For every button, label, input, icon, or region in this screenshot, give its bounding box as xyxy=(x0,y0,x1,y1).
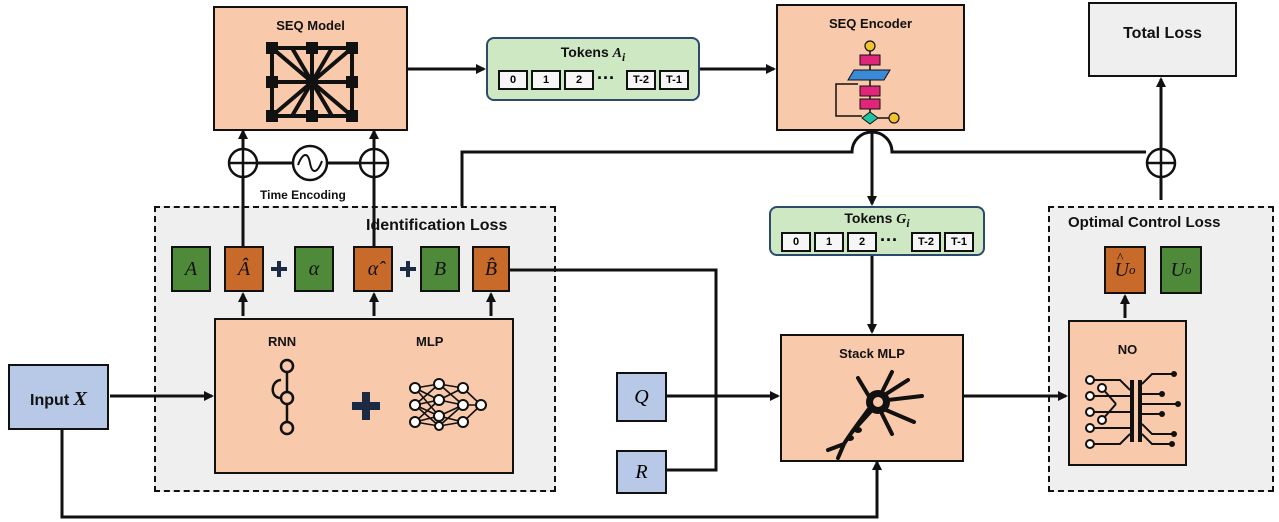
param-alpha: α xyxy=(294,246,334,292)
token-cell: T-1 xyxy=(659,70,689,90)
tokens-g-symbol: G xyxy=(896,212,907,227)
r-box: R xyxy=(616,450,667,494)
token-cell: T-2 xyxy=(911,232,941,252)
u-hat-sup: o xyxy=(1128,262,1136,277)
input-text: Input xyxy=(30,392,74,409)
total-loss-label: Total Loss xyxy=(1123,25,1202,42)
tokens-a-title: Tokens Ai xyxy=(488,44,698,64)
seq-encoder-label: SEQ Encoder xyxy=(828,16,913,31)
token-cell: T-1 xyxy=(944,232,974,252)
input-label: Input X xyxy=(10,388,107,411)
r-symbol: R xyxy=(635,460,648,483)
neural-network-icon xyxy=(409,378,487,431)
plus-icon xyxy=(352,392,380,420)
param-a-hat: Â xyxy=(224,246,264,292)
tokens-a-box: Tokens Ai 0 1 2 ··· T-2 T-1 xyxy=(486,37,700,101)
tokens-g-title: Tokens Gi xyxy=(771,210,983,230)
tokens-g-box: Tokens Gi 0 1 2 ··· T-2 T-1 xyxy=(769,206,985,256)
token-ellipsis: ··· xyxy=(597,68,615,88)
hat-mark: ^ xyxy=(1117,251,1124,266)
neuron-icon xyxy=(826,370,924,460)
network-icon xyxy=(266,42,358,122)
token-cell: 2 xyxy=(847,232,877,252)
plus-icon xyxy=(271,261,287,277)
seq-model-label: SEQ Model xyxy=(276,18,345,33)
no-label: NO xyxy=(1117,342,1138,357)
seq-model-box: SEQ Model xyxy=(213,6,408,131)
u-base: U xyxy=(1170,258,1185,281)
tokens-g-label: Tokens xyxy=(844,210,897,226)
tokens-a-label: Tokens xyxy=(560,44,613,60)
chip-network-icon xyxy=(1085,371,1181,449)
token-cell: T-2 xyxy=(626,70,656,90)
param-b: B xyxy=(420,246,460,292)
input-symbol: X xyxy=(73,388,87,410)
flowchart-icon xyxy=(835,40,900,125)
param-a: A xyxy=(171,246,211,292)
q-symbol: Q xyxy=(634,385,649,408)
stack-mlp-label: Stack MLP xyxy=(839,346,905,361)
u-hat-base: U xyxy=(1114,258,1129,281)
rnn-label: RNN xyxy=(268,334,297,349)
token-cell: 0 xyxy=(781,232,811,252)
input-box: Input X xyxy=(8,364,109,430)
optimal-control-loss-label: Optimal Control Loss xyxy=(1068,214,1221,231)
mlp-label: MLP xyxy=(416,334,444,349)
token-cell: 1 xyxy=(531,70,561,90)
param-alpha-hat: α̂ xyxy=(353,246,393,292)
rnn-mlp-box: RNN MLP xyxy=(214,318,514,474)
token-cell: 2 xyxy=(564,70,594,90)
tokens-a-sub: i xyxy=(621,50,626,64)
param-b-hat: B̂ xyxy=(472,246,510,292)
rnn-icon xyxy=(271,358,295,436)
tokens-g-sub: i xyxy=(906,216,910,230)
no-box: NO xyxy=(1068,320,1187,466)
time-encoding-label: Time Encoding xyxy=(260,188,346,202)
total-loss-box: Total Loss xyxy=(1088,2,1237,77)
tokens-a-symbol: A xyxy=(612,46,622,61)
token-ellipsis: ··· xyxy=(880,230,898,250)
plus-icon xyxy=(400,261,416,277)
u-sup: o xyxy=(1184,262,1192,277)
identification-loss-label: Identification Loss xyxy=(366,217,508,234)
q-box: Q xyxy=(616,372,667,422)
seq-encoder-box: SEQ Encoder xyxy=(776,4,965,131)
token-cell: 0 xyxy=(498,70,528,90)
token-cell: 1 xyxy=(814,232,844,252)
stack-mlp-box: Stack MLP xyxy=(780,334,964,462)
